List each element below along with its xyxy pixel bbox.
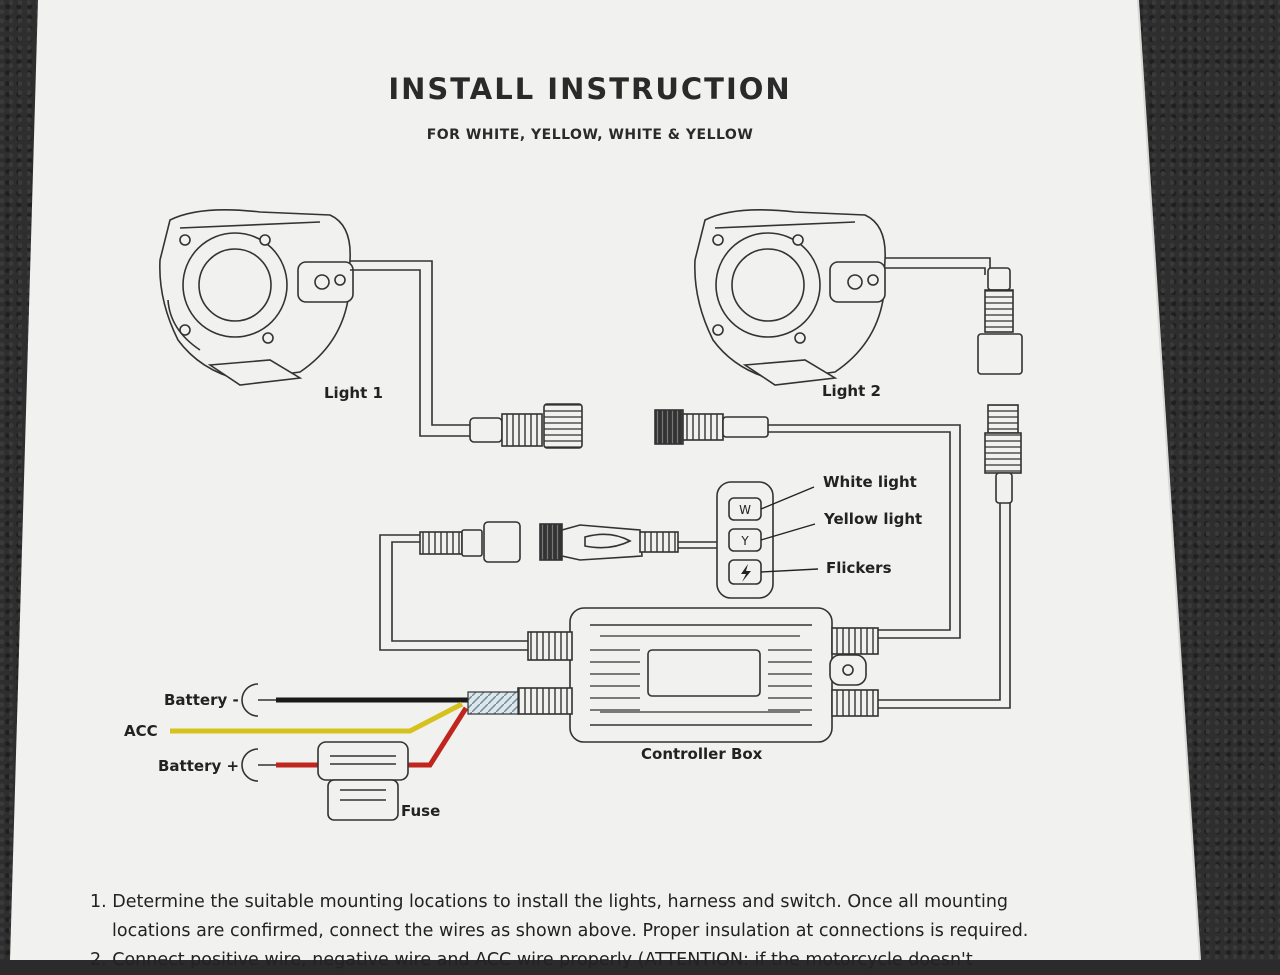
switch-leader-lines <box>760 486 819 573</box>
instruction-step-1-line-2: locations are confirmed, connect the wir… <box>112 921 1029 941</box>
page-subtitle: FOR WHITE, YELLOW, WHITE & YELLOW <box>426 127 754 143</box>
harness-connector-1 <box>654 409 769 445</box>
fuse-output-wire <box>408 706 469 768</box>
harness-connector-2 <box>984 404 1022 504</box>
acc-wire <box>170 701 464 734</box>
light-2-cable <box>885 257 991 275</box>
ring-terminal-negative-icon <box>241 683 276 717</box>
battery-positive-label: Battery + <box>158 757 240 775</box>
controller-box-label: Controller Box <box>641 745 763 763</box>
ring-terminal-positive-icon <box>241 748 276 782</box>
switch-button-yellow[interactable]: Y <box>728 528 762 552</box>
switch-w-label: W <box>739 503 751 517</box>
light-1-connector <box>469 403 583 449</box>
switch-plug-connectors <box>419 521 679 563</box>
instructions: 1. Determine the suitable mounting locat… <box>90 888 1100 975</box>
fuse-holder-icon <box>317 741 409 821</box>
light-2-connector <box>977 267 1023 375</box>
flickers-label: Flickers <box>826 559 892 577</box>
light-2-icon <box>694 208 886 386</box>
battery-negative-label: Battery - <box>164 691 239 709</box>
harness-wires <box>379 424 1011 709</box>
switch-button-flicker[interactable] <box>728 559 762 585</box>
acc-label: ACC <box>124 722 158 740</box>
yellow-light-label: Yellow light <box>824 510 923 528</box>
light-2-label: Light 2 <box>822 382 881 400</box>
instruction-step-1-line-1: 1. Determine the suitable mounting locat… <box>90 892 1009 912</box>
switch-y-label: Y <box>740 534 749 548</box>
instruction-step-2-partial: 2. Connect positive wire, negative wire … <box>90 950 973 970</box>
switch-button-white[interactable]: W <box>728 497 762 521</box>
light-1-icon <box>159 208 354 386</box>
page-title: INSTALL INSTRUCTION <box>388 72 792 106</box>
power-wires <box>170 697 470 768</box>
light-1-label: Light 1 <box>324 384 383 402</box>
light-1-cable <box>350 260 470 437</box>
controller-box <box>517 607 879 743</box>
braided-sleeve <box>467 691 519 715</box>
lightning-icon <box>741 564 751 582</box>
fuse-label: Fuse <box>401 802 441 820</box>
white-light-label: White light <box>823 473 917 491</box>
